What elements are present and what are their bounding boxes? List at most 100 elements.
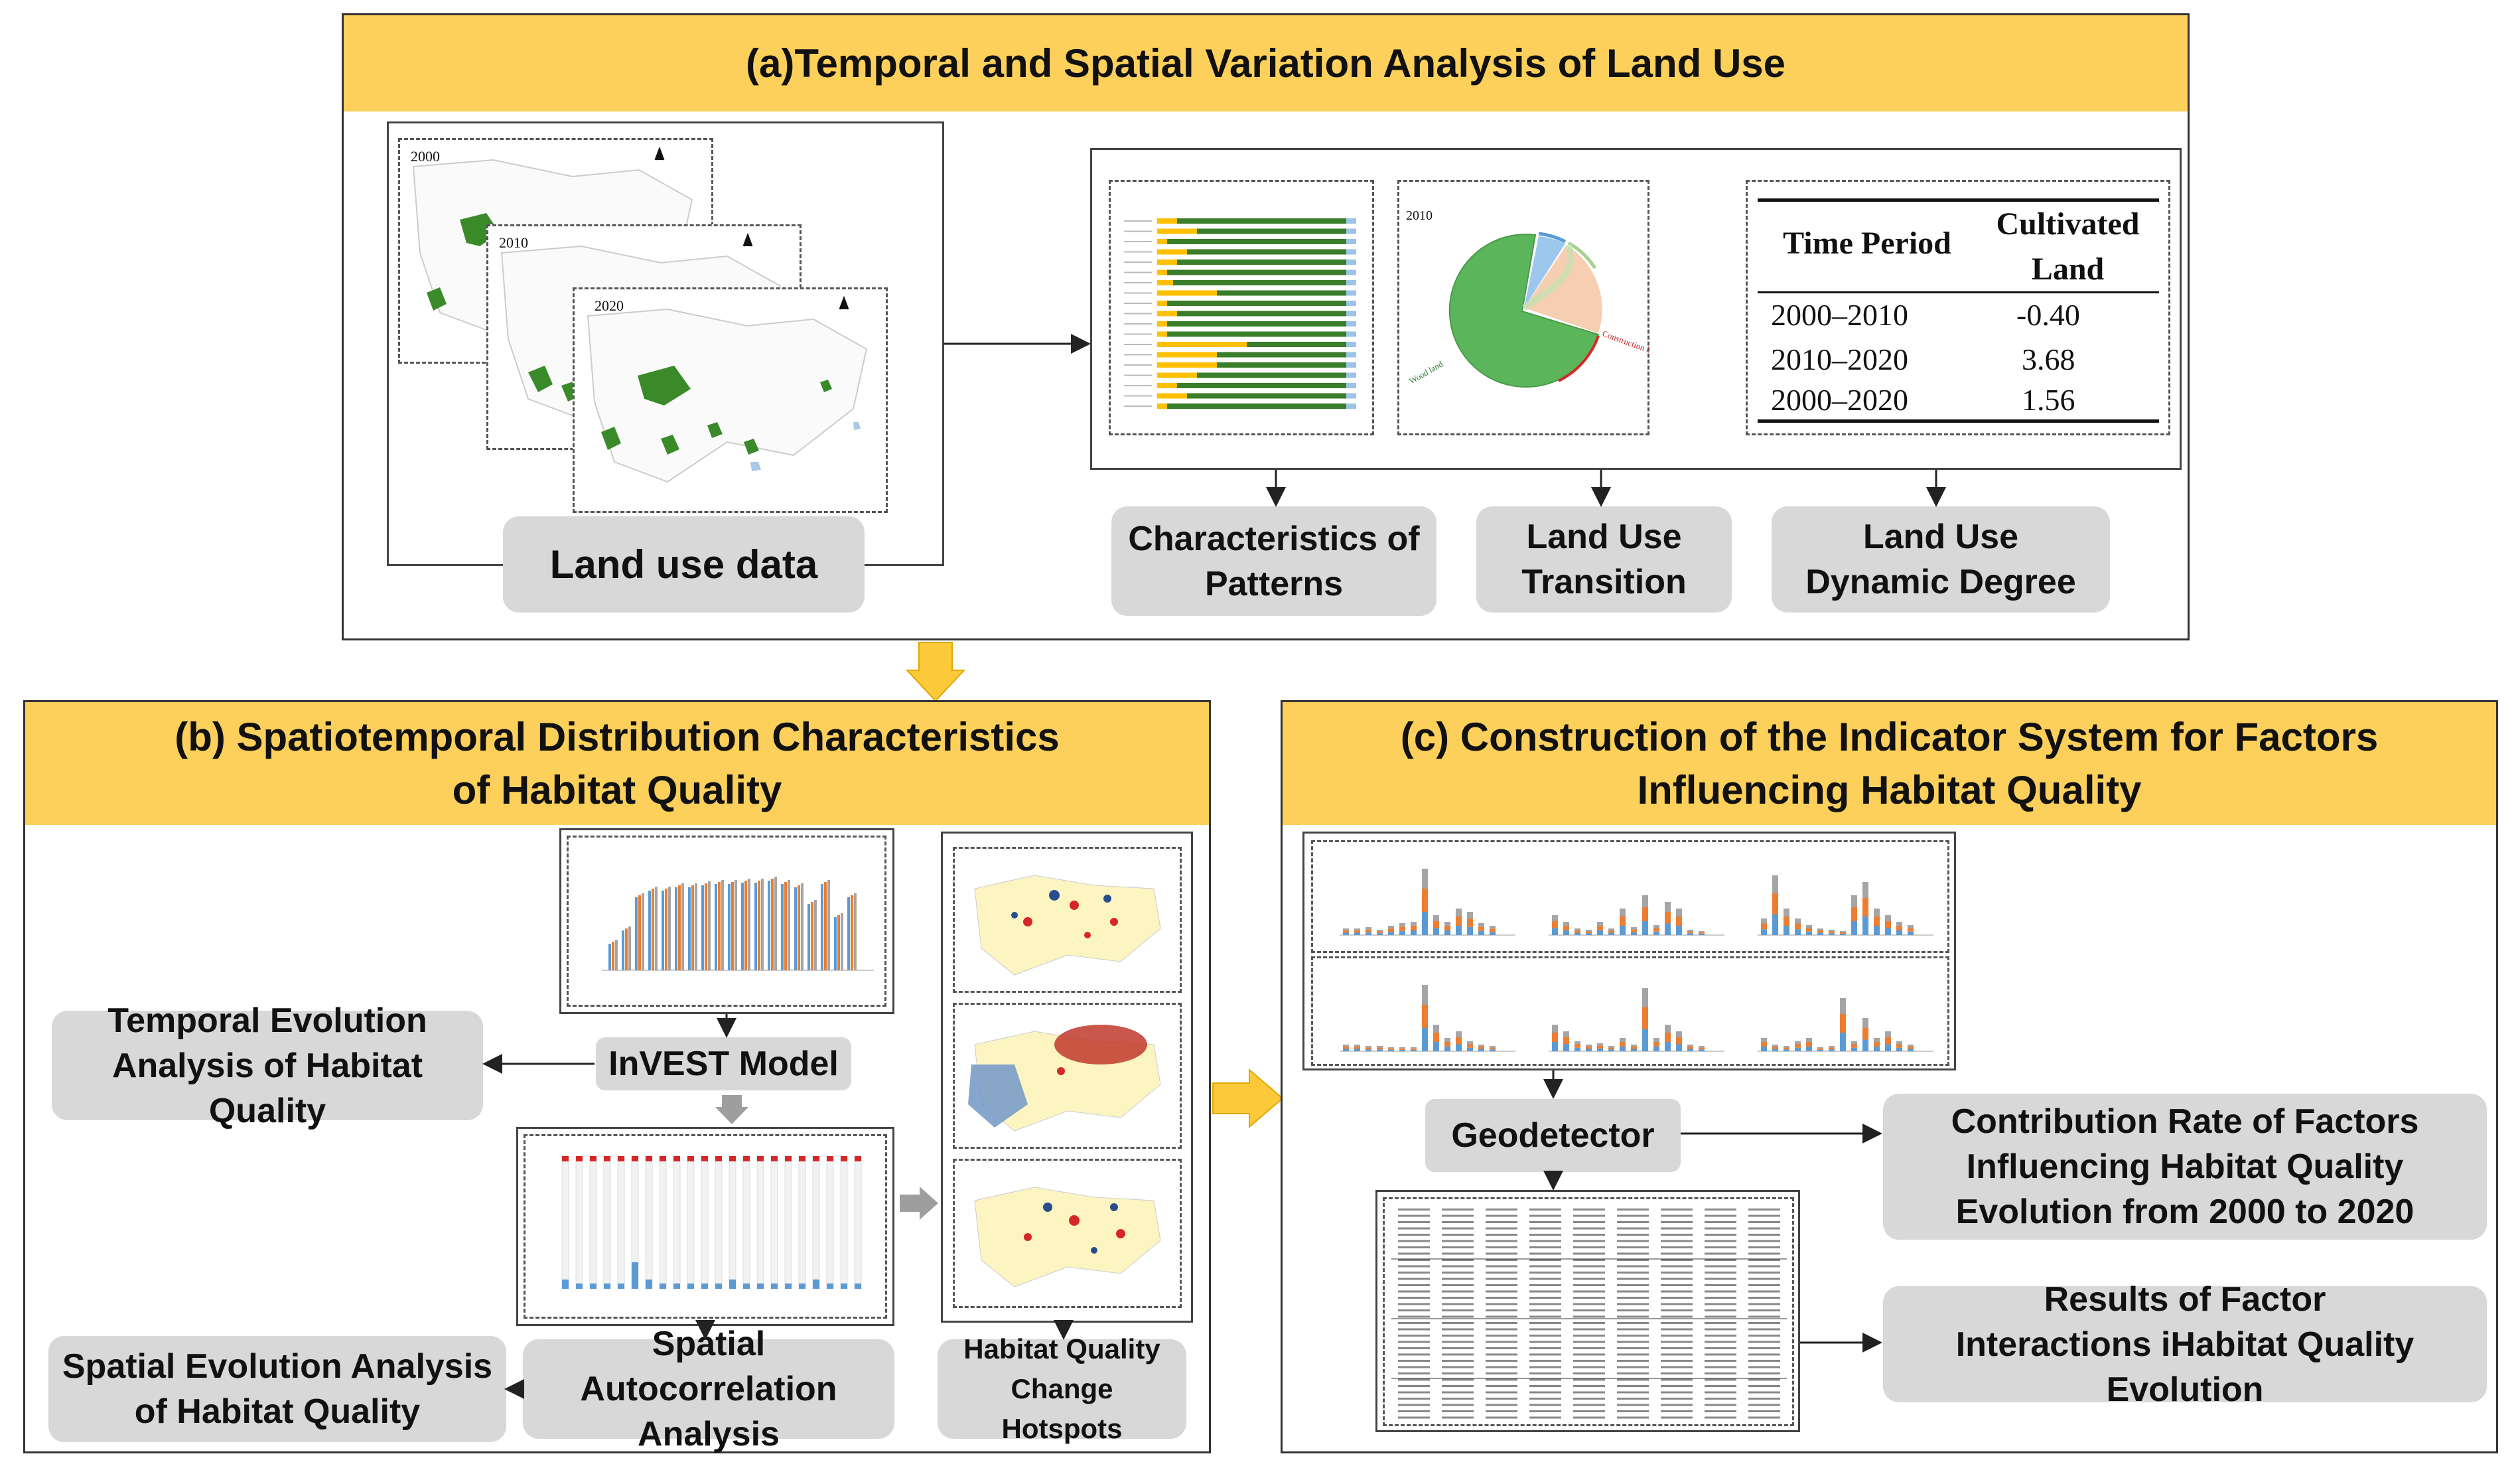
table-cell [1398, 1221, 1430, 1223]
table-cell [1705, 1322, 1736, 1324]
table-cell [1748, 1398, 1780, 1400]
table-cell [1705, 1309, 1736, 1311]
table-cell [1398, 1404, 1430, 1406]
table-cell [1748, 1297, 1780, 1299]
table-cell [1442, 1284, 1474, 1286]
factor-bar [1806, 1047, 1812, 1051]
factor-bar [1817, 1049, 1823, 1051]
factor-bar [1829, 1046, 1835, 1048]
stacked-bar-segment [1346, 321, 1356, 327]
table-cell [1442, 1360, 1474, 1362]
habitat-bar [771, 879, 774, 970]
factor-bar [1829, 930, 1835, 932]
table-cell [1486, 1284, 1517, 1286]
stacked-bar-segment [1346, 404, 1356, 409]
table-cell [1705, 1221, 1736, 1223]
factor-bar [1377, 1047, 1383, 1050]
table-cell [1705, 1265, 1736, 1268]
factor-bar [1620, 917, 1626, 926]
table-cell [1617, 1272, 1649, 1274]
pct-bar-top [813, 1156, 819, 1161]
table-cell [1486, 1246, 1517, 1248]
table-cell [1529, 1322, 1561, 1324]
pct-bar-top [646, 1156, 652, 1161]
factor-bar [1795, 918, 1801, 924]
table-cell [1442, 1265, 1474, 1268]
table-cell [1617, 1335, 1649, 1337]
habitat-bar [718, 882, 721, 970]
table-cell [1617, 1391, 1649, 1394]
table-cell [1398, 1227, 1430, 1230]
stacked-bar-segment [1247, 342, 1346, 347]
factor-bar [1433, 928, 1439, 935]
table-cell [1661, 1303, 1693, 1305]
habitat-bar [638, 895, 641, 970]
pct-bar-top [604, 1156, 610, 1161]
table-cell [1442, 1410, 1474, 1412]
factor-bar [1365, 1049, 1371, 1051]
factor-bar [1687, 930, 1693, 932]
habitat-bar [688, 887, 691, 970]
stacked-bar-segment [1157, 331, 1167, 337]
table-cell [1442, 1416, 1474, 1419]
table-cell [1486, 1385, 1517, 1387]
invest-label: InVEST Model [608, 1045, 839, 1083]
habitat-bar [735, 880, 737, 970]
table-cell [1617, 1303, 1649, 1305]
table-cell [1398, 1391, 1430, 1394]
table-cell [1661, 1246, 1693, 1248]
dynamic-degree-table: Time Period Cultivated Land 2000–2010 -0… [1746, 180, 2170, 435]
factor-bar [1631, 932, 1637, 935]
factor-bar [1840, 998, 1846, 1014]
table-cell [1398, 1385, 1430, 1387]
habitat-bar [761, 879, 764, 970]
stacked-bar-segment [1346, 352, 1356, 358]
table-cell [1705, 1290, 1736, 1293]
table-cell [1748, 1272, 1780, 1274]
factor-bar [1699, 931, 1705, 932]
autocorr-box: Spatial Autocorrelation Analysis [523, 1325, 894, 1453]
factor-bar [1608, 1046, 1614, 1048]
factor-bar [1862, 898, 1868, 917]
factor-bar [1784, 1049, 1789, 1051]
factor-bar [1665, 923, 1671, 935]
pct-bar-top [618, 1156, 624, 1161]
table-cell [1398, 1209, 1430, 1211]
table-cell [1398, 1272, 1430, 1274]
table-cell [1661, 1240, 1693, 1242]
table-cell [1573, 1214, 1605, 1217]
table-cell [1573, 1240, 1605, 1242]
factor-bar [1399, 926, 1405, 931]
pct-bar-top [771, 1156, 778, 1161]
factor-bar [1653, 1042, 1659, 1047]
factor-bar [1467, 918, 1473, 927]
factor-bar [1552, 915, 1558, 921]
factor-bar [1620, 926, 1626, 935]
stacked-bar-segment [1177, 311, 1346, 317]
factor-bar [1597, 1045, 1603, 1049]
factor-bar [1772, 914, 1778, 935]
table-cell [1748, 1347, 1780, 1349]
table-cell [1661, 1416, 1693, 1419]
factor-bar [1377, 931, 1383, 934]
table-cell [1486, 1272, 1517, 1274]
table-cell [1661, 1272, 1693, 1274]
hotspot-map-3 [953, 1159, 1182, 1308]
table-cell [1529, 1265, 1561, 1268]
table-cell [1617, 1278, 1649, 1280]
table-cell [1573, 1378, 1605, 1381]
factor-bar [1388, 932, 1394, 935]
factor-bar [1411, 926, 1417, 930]
habitat-bar [811, 902, 813, 970]
table-cell [1705, 1360, 1736, 1362]
factor-bar [1552, 1025, 1558, 1033]
habitat-bar [754, 883, 757, 970]
table-cell [1529, 1372, 1561, 1374]
habitat-bar [701, 885, 704, 970]
stacked-bar-segment [1167, 331, 1346, 337]
table-cell [1705, 1303, 1736, 1305]
table-cell [1529, 1378, 1561, 1381]
table-cell [1617, 1309, 1649, 1311]
habitat-bar-chart-frame [559, 828, 894, 1014]
factor-bar [1862, 882, 1868, 898]
